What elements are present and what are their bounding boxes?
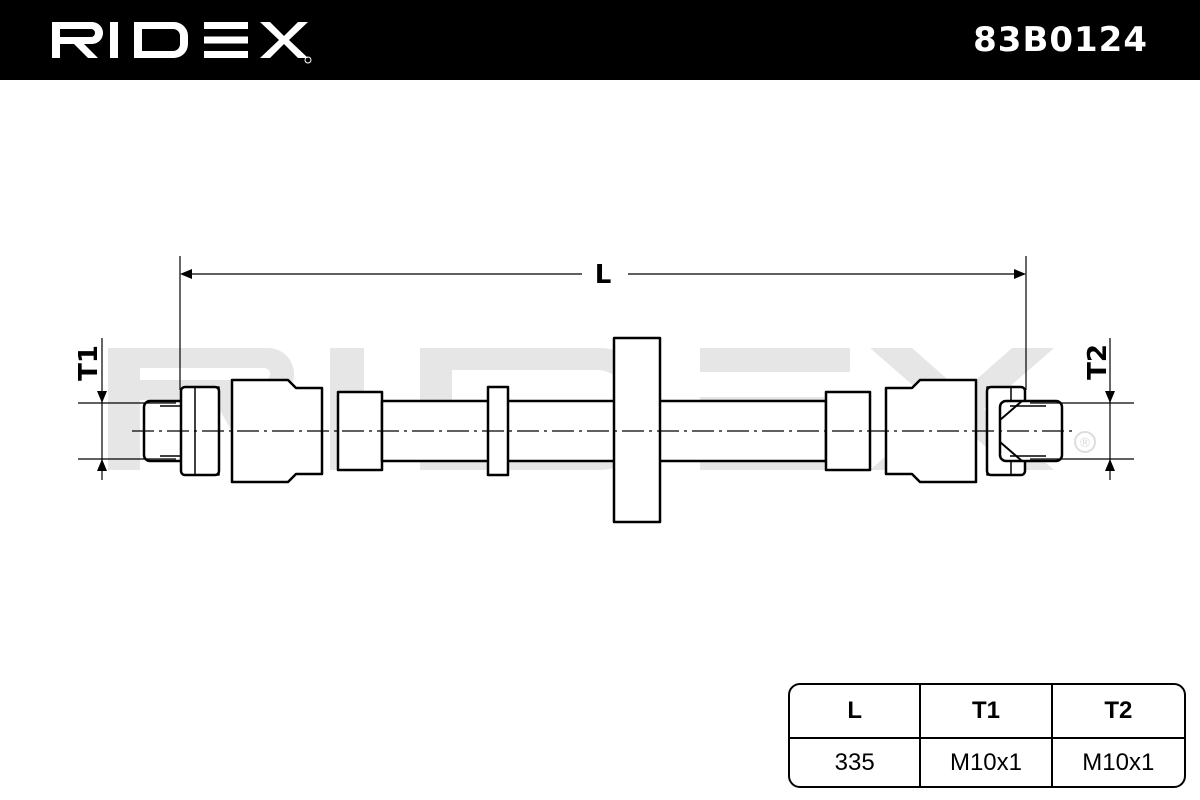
- watermark-registered-mark: ®: [1074, 431, 1096, 453]
- spec-table: L T1 T2 335 M10x1 M10x1: [788, 683, 1186, 788]
- brake-hose-drawing: ® L: [74, 256, 1134, 524]
- length-label: L: [595, 260, 612, 290]
- ridex-logo: [52, 22, 312, 64]
- header-bar: 83B0124: [0, 0, 1200, 80]
- mounting-bracket: [612, 336, 662, 524]
- spec-value-t2: M10x1: [1082, 748, 1155, 776]
- spec-value-t1: M10x1: [921, 739, 1053, 786]
- spec-header-t1: T1: [921, 685, 1053, 739]
- svg-text:®: ®: [1079, 436, 1092, 451]
- part-number: 83B0124: [973, 20, 1148, 60]
- spec-table-value-row: 335 M10x1 M10x1: [790, 739, 1184, 786]
- spec-table-header-row: L T1 T2: [790, 685, 1184, 739]
- spec-header-t2: T2: [1052, 685, 1184, 739]
- thread-left-label: T1: [74, 345, 104, 381]
- thread-left-dimension: [78, 338, 176, 480]
- thread-right-dimension: [1030, 338, 1134, 480]
- spec-value-l: 335: [790, 739, 922, 786]
- length-dimension: [179, 256, 1027, 390]
- spec-header-l: L: [790, 685, 922, 739]
- thread-right-label: T2: [1083, 344, 1113, 380]
